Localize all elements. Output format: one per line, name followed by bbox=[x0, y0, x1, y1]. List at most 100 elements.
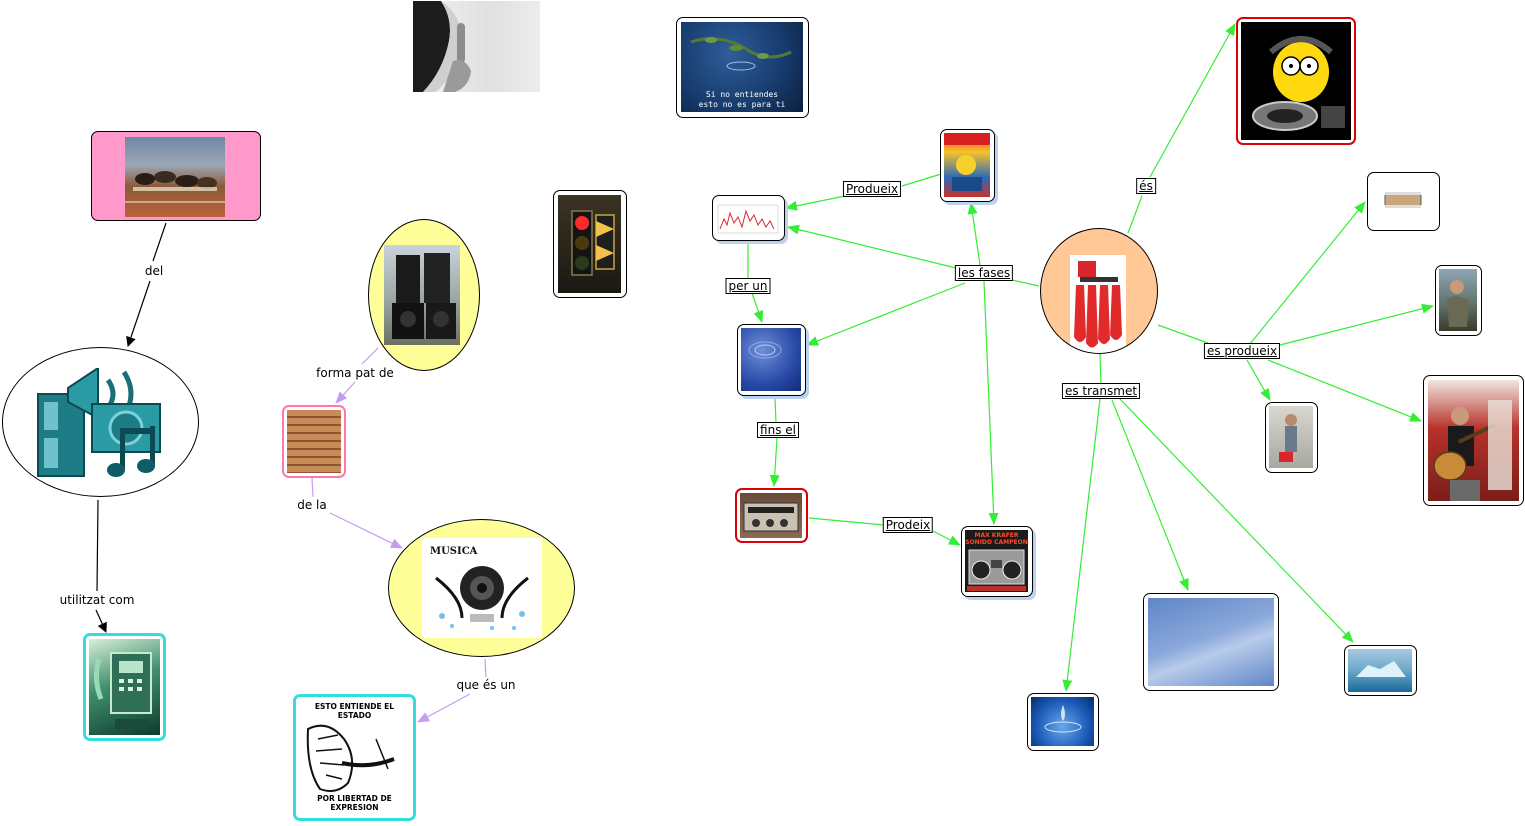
speaker-note-icon bbox=[37, 368, 161, 477]
boombox-image: MAX KRAFER SONIDO CAMPEON bbox=[965, 530, 1028, 592]
edge-speakers-forma bbox=[361, 347, 379, 365]
edge-esproduiex-drum bbox=[1249, 201, 1366, 345]
speakers-node[interactable] bbox=[368, 219, 480, 371]
waveform-chart-image bbox=[716, 199, 780, 236]
expression-bottom-text: POR LIBERTAD DE EXPRESION bbox=[317, 794, 392, 812]
edge-horns-esproduiex bbox=[1157, 324, 1209, 344]
edge-esproduiex-guitar bbox=[1267, 359, 1422, 422]
waveform-chart-node[interactable] bbox=[712, 195, 785, 241]
edge-esproduiex-singer bbox=[1279, 303, 1434, 346]
label-fins-el: fins el bbox=[757, 422, 799, 438]
edge-prodeix-boombox bbox=[932, 530, 961, 546]
water-drop-node[interactable] bbox=[1027, 693, 1099, 751]
boombox-line2: SONIDO CAMPEON bbox=[965, 539, 1028, 546]
label-produeix: Produeix bbox=[842, 181, 902, 197]
edge-horns-es bbox=[1127, 195, 1143, 234]
edge-music-utilitzat bbox=[96, 499, 99, 592]
edge-lesfases-comic bbox=[967, 202, 981, 266]
label-que-es-un: que és un bbox=[454, 678, 518, 692]
label-per-un: per un bbox=[725, 278, 771, 294]
radio-image bbox=[740, 493, 802, 538]
ripple-image bbox=[741, 328, 801, 391]
edge-horns-estransmet bbox=[1099, 352, 1102, 386]
edge-runners-del bbox=[152, 222, 167, 262]
comic-node[interactable] bbox=[940, 129, 995, 202]
drum-node[interactable] bbox=[1367, 172, 1440, 231]
edge-utilitzat-phone bbox=[95, 609, 107, 633]
label-es-transmet: es transmet bbox=[1061, 383, 1141, 399]
edge-horns-lesfases bbox=[1011, 279, 1040, 287]
edge-lesfases-chart bbox=[787, 224, 957, 269]
edge-lesfases-boombox bbox=[983, 280, 999, 525]
boombox-line1: MAX KRAFER bbox=[974, 532, 1019, 539]
singer-image bbox=[1439, 269, 1477, 331]
boombox-node[interactable]: MAX KRAFER SONIDO CAMPEON bbox=[961, 526, 1033, 597]
label-prodeix: Prodeix bbox=[882, 517, 934, 533]
singer-node[interactable] bbox=[1435, 265, 1482, 336]
label-utilitzat-com: utilitzat com bbox=[57, 593, 137, 607]
sky-node[interactable] bbox=[1143, 593, 1279, 691]
runners-image bbox=[125, 137, 225, 217]
water-caption-line1: Si no entiendes bbox=[705, 90, 779, 99]
edge-produeix-chart bbox=[785, 195, 846, 211]
water-drop-image bbox=[1031, 697, 1094, 746]
edge-estransmet-sky bbox=[1111, 399, 1189, 591]
ripple-node[interactable] bbox=[737, 324, 806, 396]
edge-wood-dela bbox=[311, 477, 314, 498]
edge-dela-musica bbox=[329, 512, 403, 549]
musica-node[interactable]: MUSICA bbox=[388, 519, 575, 657]
label-es: és bbox=[1136, 178, 1156, 194]
label-de-la: de la bbox=[295, 498, 329, 512]
iceberg-node[interactable] bbox=[1344, 645, 1417, 696]
iceberg-image bbox=[1348, 649, 1412, 692]
payphone-node[interactable] bbox=[83, 633, 166, 741]
musica-word: MUSICA bbox=[430, 546, 478, 557]
edge-estransmet-drop bbox=[1062, 398, 1101, 692]
water-caption-node[interactable]: Si no entiendes esto no es para ti bbox=[676, 17, 809, 118]
edge-lesfases-ripple bbox=[806, 282, 966, 346]
runners-node[interactable] bbox=[91, 131, 261, 221]
wood-stack-node[interactable] bbox=[282, 405, 346, 478]
payphone-image bbox=[89, 639, 160, 735]
drum-image bbox=[1371, 176, 1435, 226]
edge-radio-prodeix bbox=[808, 517, 885, 526]
guitar-node[interactable] bbox=[1423, 375, 1524, 506]
guitar-image bbox=[1428, 380, 1519, 501]
silence-finger-image bbox=[413, 1, 540, 92]
edge-forma-wood bbox=[335, 381, 356, 404]
radio-node[interactable] bbox=[735, 488, 808, 543]
edge-musica-que bbox=[484, 658, 487, 678]
edge-del-music bbox=[126, 280, 151, 347]
edge-estransmet-ice bbox=[1119, 398, 1354, 643]
sound-music-node[interactable] bbox=[2, 347, 199, 497]
edge-que-expression bbox=[417, 693, 471, 723]
air-horns-image bbox=[1070, 255, 1126, 353]
sky-image bbox=[1148, 598, 1274, 686]
edge-ripple-finsel bbox=[774, 397, 777, 424]
homer-dj-image bbox=[1241, 22, 1351, 140]
edge-es-homer bbox=[1149, 23, 1236, 178]
comic-image bbox=[944, 133, 990, 197]
label-forma-pat-de: forma pat de bbox=[314, 366, 396, 380]
speakers-image bbox=[384, 245, 460, 345]
traffic-light-node[interactable] bbox=[553, 190, 627, 298]
water-caption-image: Si no entiendes esto no es para ti bbox=[681, 22, 803, 112]
worker-image bbox=[1269, 406, 1313, 468]
traffic-light-image bbox=[558, 195, 621, 293]
worker-node[interactable] bbox=[1265, 402, 1318, 473]
label-les-fases: les fases bbox=[954, 265, 1014, 281]
edge-finsel-radio bbox=[769, 437, 780, 487]
wood-stack-image bbox=[287, 410, 341, 473]
expression-top-text: ESTO ENTIENDE EL ESTADO bbox=[314, 702, 395, 720]
expression-image: ESTO ENTIENDE EL ESTADO POR LIBERTAD DE … bbox=[298, 699, 411, 816]
musica-image: MUSICA bbox=[422, 538, 542, 638]
expression-node[interactable]: ESTO ENTIENDE EL ESTADO POR LIBERTAD DE … bbox=[293, 694, 416, 821]
water-caption-line2: esto no es para ti bbox=[698, 100, 786, 109]
homer-dj-node[interactable] bbox=[1236, 17, 1356, 145]
edge-esproduiex-worker bbox=[1246, 359, 1271, 401]
air-horns-node[interactable] bbox=[1040, 228, 1158, 354]
label-es-produeix: es produeix bbox=[1203, 343, 1281, 359]
edge-perun-ripple bbox=[751, 292, 764, 323]
label-del: del bbox=[142, 264, 166, 278]
